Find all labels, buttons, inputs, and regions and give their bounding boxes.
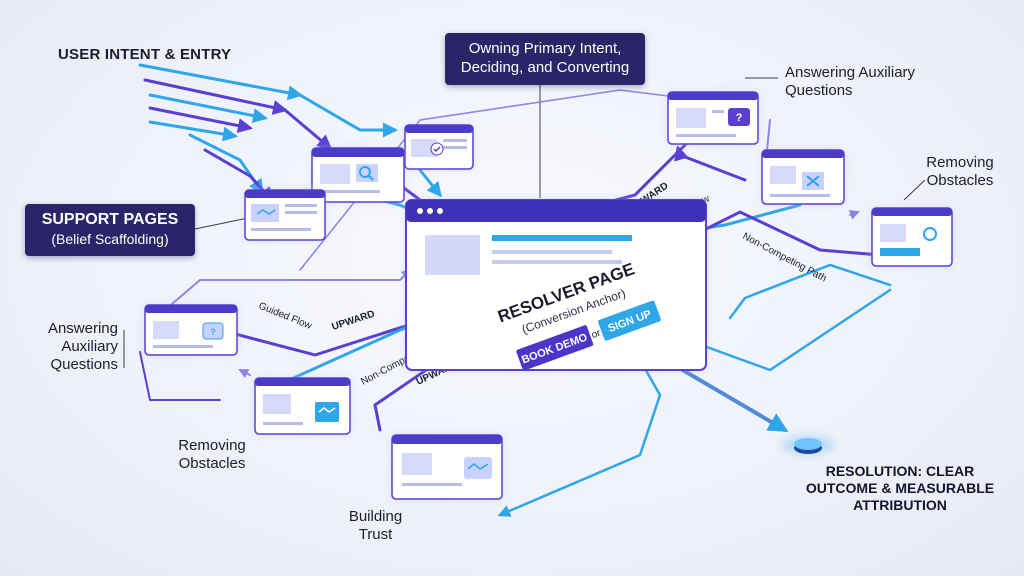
page-node-entry-check [404,124,474,170]
owning-intent-box: Owning Primary Intent, Deciding, and Con… [445,33,645,85]
page-node-obstacle-right-1 [761,149,845,205]
question-icon [728,108,750,126]
page-node-obstacle-right-2 [871,207,953,267]
building-trust-label: Building Trust [348,508,403,543]
sign-up-button[interactable] [598,300,662,341]
page-node-support [244,189,326,241]
answering-auxiliary-left: Answering Auxiliary Questions [47,320,118,373]
resolution-label: RESOLUTION: CLEAR OUTCOME & MEASURABLE A… [805,463,995,513]
page-node-aux-right: ? [667,91,759,145]
page-node-trust [391,434,503,500]
book-demo-button[interactable] [516,325,594,371]
target-disc-icon [782,435,834,455]
svg-text:?: ? [210,327,216,337]
page-node-entry-search [311,147,405,203]
user-intent-label: USER INTENT & ENTRY [58,46,232,63]
page-node-obstacle-left [254,377,351,435]
flow-label-upward-left: UPWARD [331,309,377,333]
removing-obstacles-left: Removing Obstacles [178,437,246,472]
search-icon [359,166,371,178]
flow-label-noncompeting-top: Non-Competing Path [741,231,829,285]
chat-question-icon [202,322,224,340]
support-pages-box: SUPPORT PAGES (Belief Scaffolding) [25,204,195,256]
handshake-icon [315,402,339,422]
answering-auxiliary-right: Answering Auxiliary Questions [785,64,916,99]
tools-icon [923,227,937,241]
svg-text:?: ? [736,112,743,124]
label-connectors [123,77,926,368]
handshake-icon [256,209,276,215]
flow-label-guided-left: Guided Flow [257,301,314,333]
support-pages-title: SUPPORT PAGES [41,211,179,228]
removing-obstacles-right: Removing Obstacles [926,154,994,189]
support-pages-subtitle: (Belief Scaffolding) [51,231,169,247]
page-node-aux-left: ? [144,304,238,356]
